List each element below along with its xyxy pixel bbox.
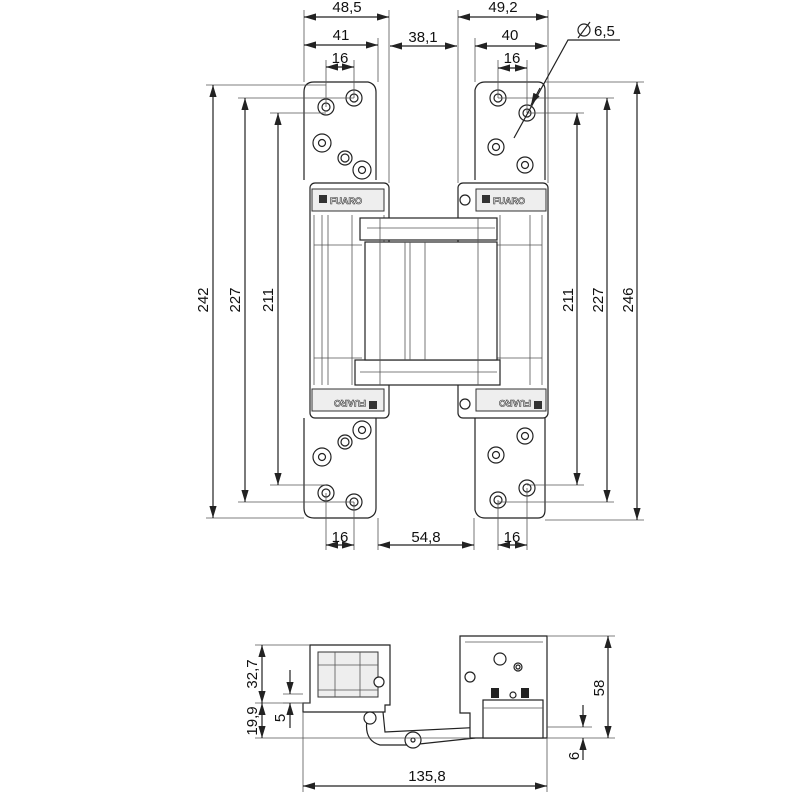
- hinge-arm: [365, 711, 487, 746]
- dim-bottom-offset: 6: [566, 752, 583, 760]
- brand-label: FUARO: [330, 196, 362, 206]
- fuaro-logo-icon: [534, 401, 542, 409]
- brand-label: FUARO: [493, 196, 525, 206]
- brand-label: FUARO: [334, 398, 366, 408]
- upper-knuckle: [359, 217, 498, 241]
- left-logo-strip: [311, 188, 385, 212]
- dim-right-middle: 227: [590, 287, 607, 312]
- right-upper-plate: [474, 81, 546, 180]
- dim-left-outer: 242: [195, 287, 212, 312]
- lower-knuckle: [354, 359, 501, 386]
- dim-step: 5: [272, 714, 289, 722]
- dim-bottom-right-spacing: 16: [504, 529, 521, 546]
- dim-hole-diameter: 6,5: [594, 23, 615, 40]
- left-lower-plate: [303, 418, 377, 519]
- dim-gap: 38,1: [408, 29, 437, 46]
- dim-lower-height: 19,9: [244, 706, 261, 735]
- dim-right-hole-spacing: 16: [504, 50, 521, 67]
- dim-left-middle: 227: [227, 287, 244, 312]
- fuaro-logo-icon: [369, 401, 377, 409]
- dim-right-outer: 246: [620, 287, 637, 312]
- dim-upper-height: 32,7: [244, 659, 261, 688]
- diameter-icon: [577, 21, 591, 39]
- central-block: [364, 241, 498, 361]
- hinge-side-view: 32,7 19,9 5 58 6 135,8: [244, 635, 615, 792]
- right-lower-plate: [474, 418, 546, 519]
- dim-left-hole-spacing: 16: [332, 50, 349, 67]
- fuaro-logo-icon: [319, 195, 327, 203]
- left-logo-strip-bottom: [311, 388, 385, 412]
- right-logo-strip-bottom: [475, 388, 547, 412]
- hinge-front-view: FUARO FUARO FUARO FUARO: [195, 0, 644, 550]
- right-logo-strip: [475, 188, 547, 212]
- dim-left-plate-inner: 41: [333, 27, 350, 44]
- dim-right-inner: 211: [560, 288, 577, 312]
- dim-total-height: 58: [591, 680, 608, 697]
- left-upper-plate: [303, 81, 377, 180]
- dim-right-plate-inner: 40: [502, 27, 519, 44]
- dim-bottom-left-spacing: 16: [332, 529, 349, 546]
- dim-right-plate-width: 49,2: [488, 0, 517, 16]
- fuaro-logo-icon: [482, 195, 490, 203]
- dim-left-plate-width: 48,5: [332, 0, 361, 16]
- dim-left-inner: 211: [260, 288, 277, 312]
- dim-total-width: 135,8: [408, 768, 446, 785]
- dim-bottom-offset: 54,8: [411, 529, 440, 546]
- brand-label: FUARO: [499, 398, 531, 408]
